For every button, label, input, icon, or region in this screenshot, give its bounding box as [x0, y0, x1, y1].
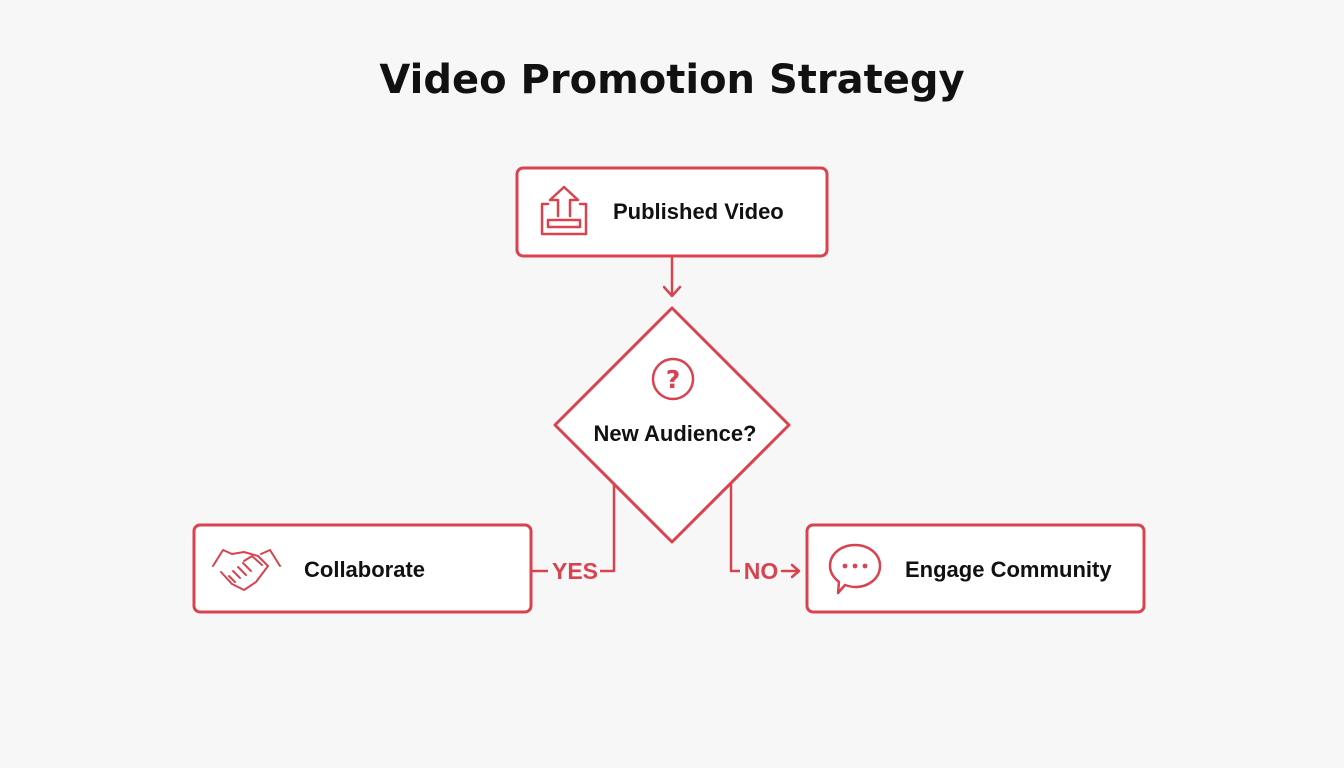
connector-start-to-decision: [662, 255, 682, 298]
svg-text:?: ?: [666, 365, 681, 394]
node-collaborate: Collaborate: [192, 523, 533, 614]
question-icon: ?: [651, 357, 695, 401]
connector-no: [729, 484, 801, 579]
node-label-new-audience: New Audience?: [594, 421, 757, 446]
branch-label-no: NO: [744, 558, 779, 584]
upload-icon: [540, 185, 588, 236]
node-label-published-video: Published Video: [613, 199, 784, 224]
diagram-title: Video Promotion Strategy: [379, 57, 964, 103]
node-label-collaborate: Collaborate: [304, 557, 425, 582]
node-engage-community: Engage Community: [805, 523, 1146, 614]
connector-yes: [531, 484, 616, 573]
handshake-icon: [212, 549, 281, 591]
node-decision-new-audience: ? New Audience?: [553, 306, 791, 544]
chat-bubble-icon: [828, 543, 882, 595]
node-label-engage-community: Engage Community: [905, 557, 1112, 582]
branch-label-yes: YES: [552, 558, 598, 584]
node-published-video: Published Video: [515, 166, 829, 258]
